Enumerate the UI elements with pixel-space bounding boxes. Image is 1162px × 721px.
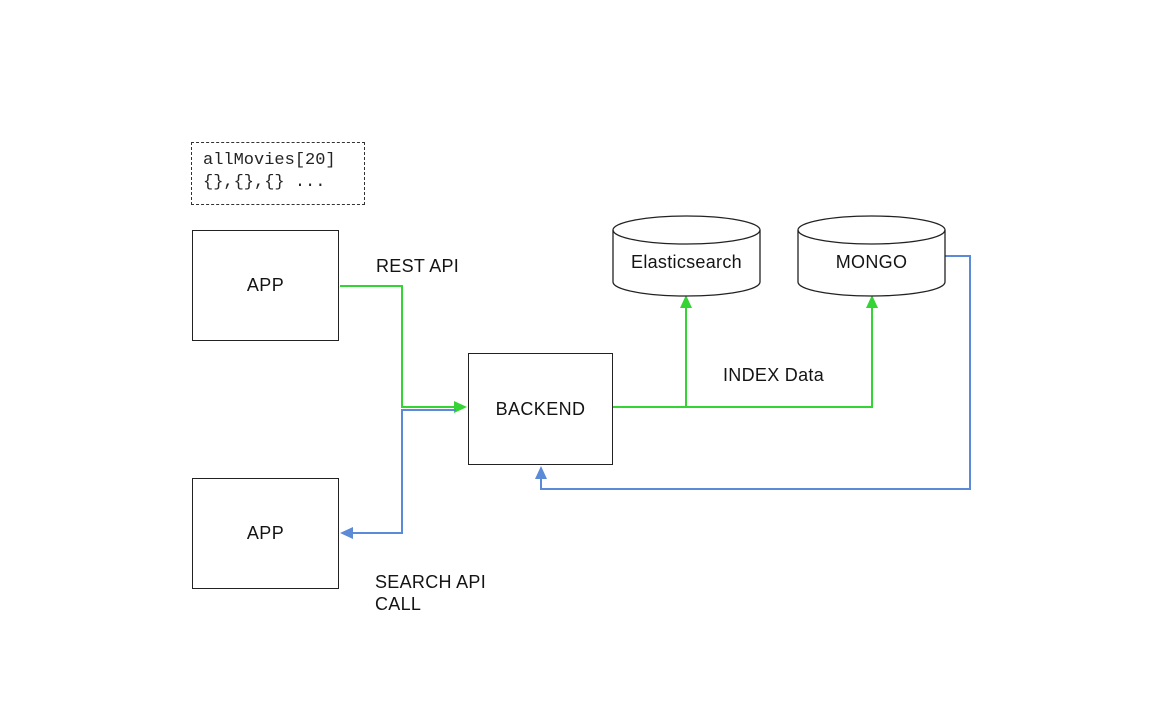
mongo-cylinder: [797, 215, 946, 297]
mongo-label: MONGO: [835, 252, 908, 272]
movies-buffer-box: allMovies[20] {},{},{} ...: [191, 142, 365, 205]
elasticsearch-label: Elasticsearch: [631, 252, 742, 272]
edge-search-response-line: [351, 409, 456, 534]
node-app-bottom-label: APP: [246, 523, 285, 543]
rest-api-label: REST API: [376, 256, 460, 276]
elasticsearch-cylinder: [612, 215, 761, 297]
search-api-call-label: SEARCH API CALL: [375, 572, 487, 614]
node-app-bottom: APP: [192, 478, 339, 589]
node-backend: BACKEND: [468, 353, 613, 465]
node-app-top: APP: [192, 230, 339, 341]
arrowhead-rest-api: [454, 401, 467, 413]
index-data-label: INDEX Data: [723, 365, 825, 385]
movies-buffer-line1: allMovies[20]: [203, 151, 336, 170]
edge-mongo-backend-line: [540, 255, 971, 490]
node-app-top-label: APP: [246, 275, 285, 295]
movies-buffer-line2: {},{},{} ...: [203, 173, 326, 192]
edge-rest-api-line: [340, 285, 456, 408]
node-backend-label: BACKEND: [495, 398, 586, 419]
arrowhead-index-elasticsearch: [680, 295, 692, 308]
arrowhead-search-response: [340, 527, 353, 539]
arrowhead-mongo-backend: [535, 466, 547, 479]
edge-index-data-line: [613, 305, 873, 408]
arrowhead-index-mongo: [866, 295, 878, 308]
